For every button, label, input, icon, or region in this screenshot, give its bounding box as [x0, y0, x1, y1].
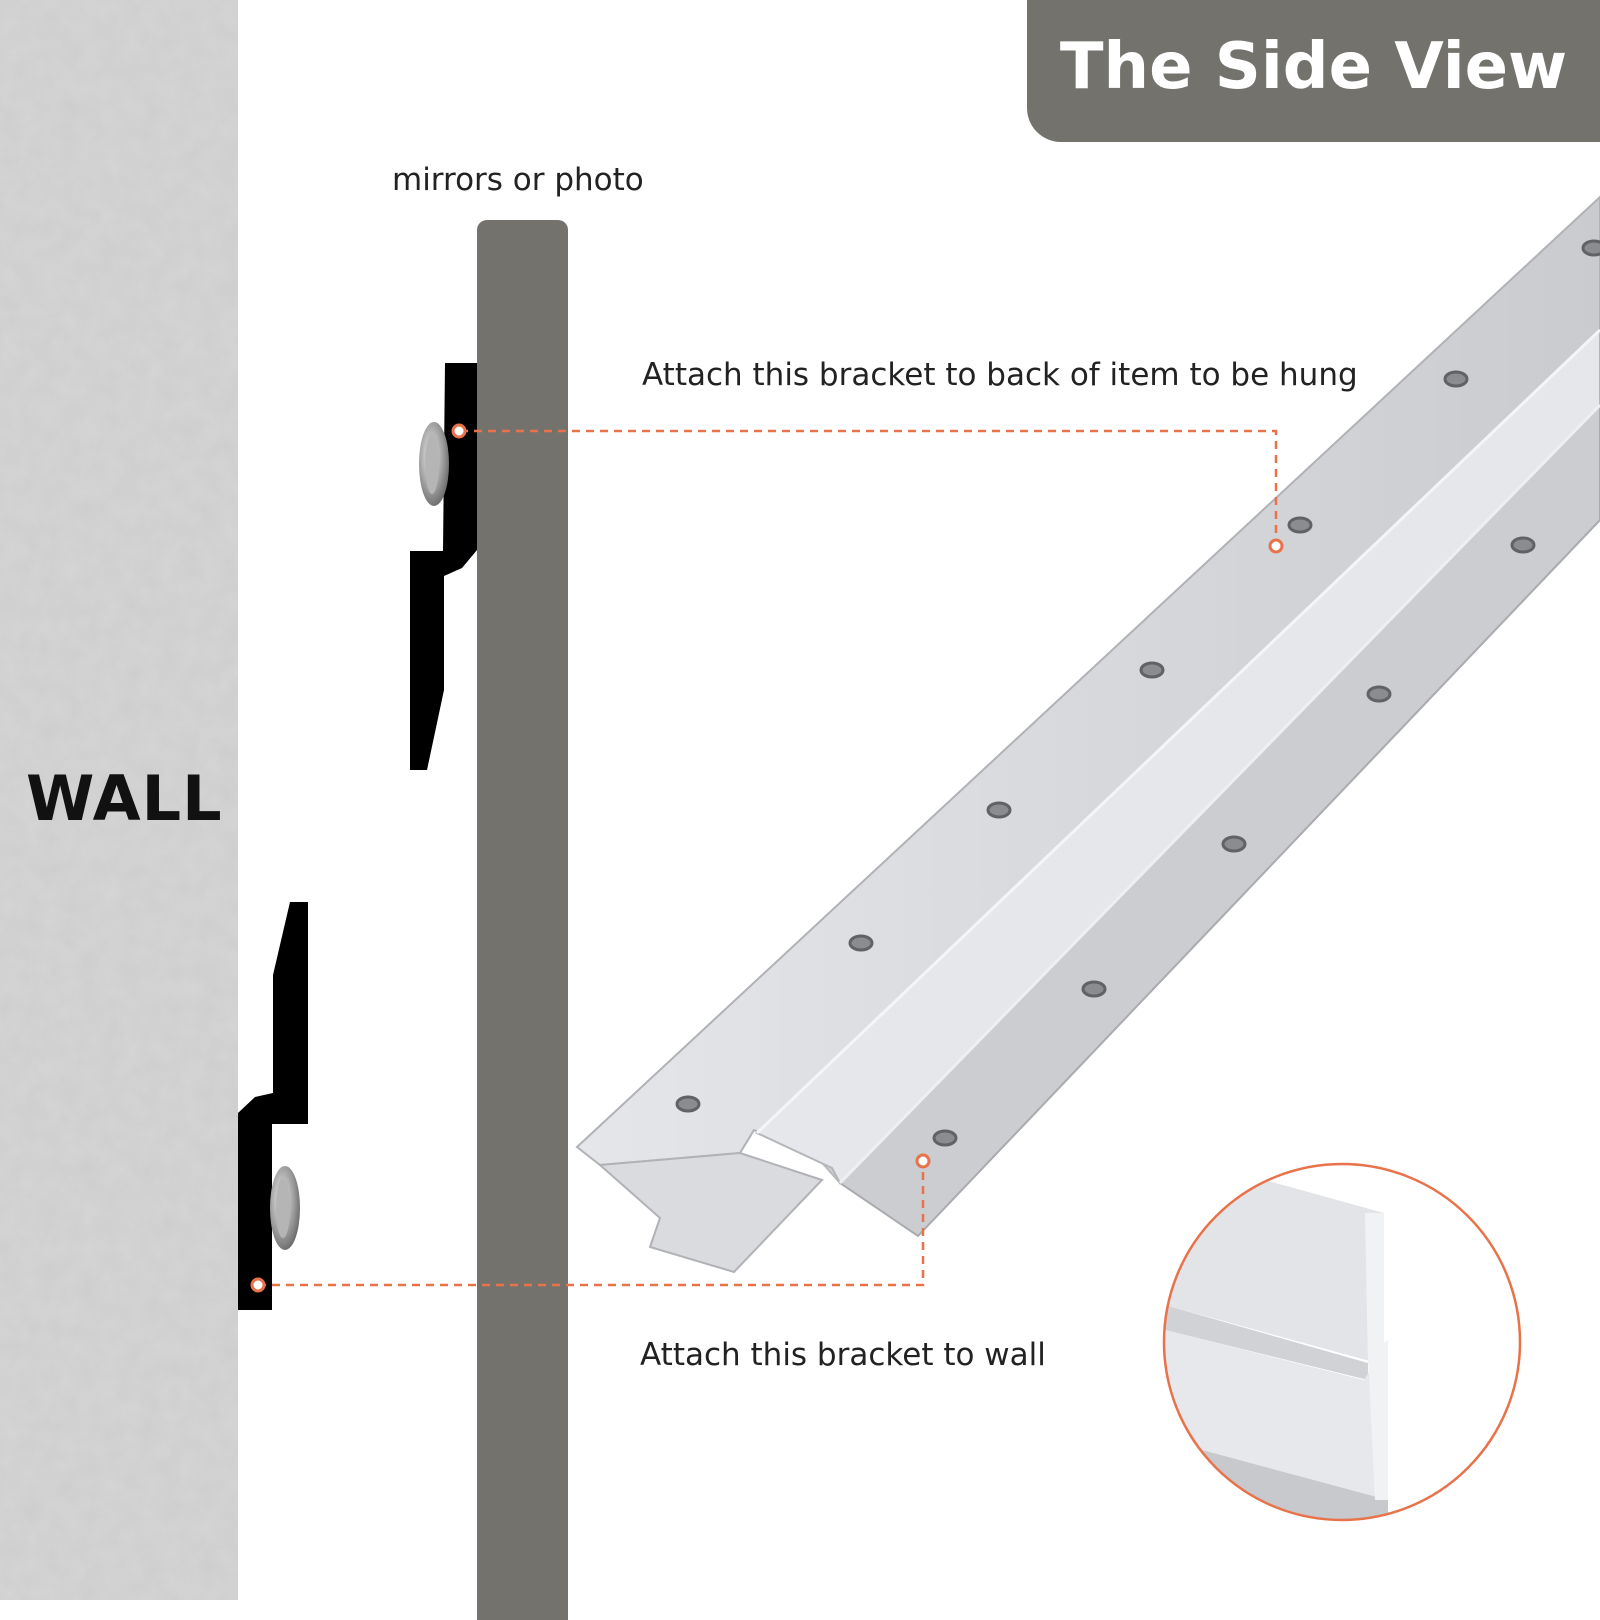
bottom-bracket-profile [238, 902, 308, 1310]
profile-zoom-inset [1162, 1162, 1522, 1522]
callout-lines [258, 429, 1278, 1287]
callout-dots [250, 423, 1284, 1293]
page-title: The Side View [1059, 30, 1568, 104]
bottom-bracket-callout: Attach this bracket to wall [640, 1337, 1046, 1373]
top-bracket-callout: Attach this bracket to back of item to b… [642, 357, 1358, 393]
top-screw-icon [419, 422, 449, 506]
mirror-board [477, 220, 568, 1620]
concrete-texture [0, 0, 238, 1600]
title-banner: The Side View [1027, 0, 1600, 142]
aluminum-cleats-illustration [575, 195, 1600, 1274]
wall-texture: WALL [0, 0, 238, 1600]
top-bracket-profile [410, 363, 477, 770]
item-label: mirrors or photo [392, 162, 644, 198]
bottom-screw-icon [270, 1166, 300, 1250]
wall-label: WALL [26, 762, 223, 835]
